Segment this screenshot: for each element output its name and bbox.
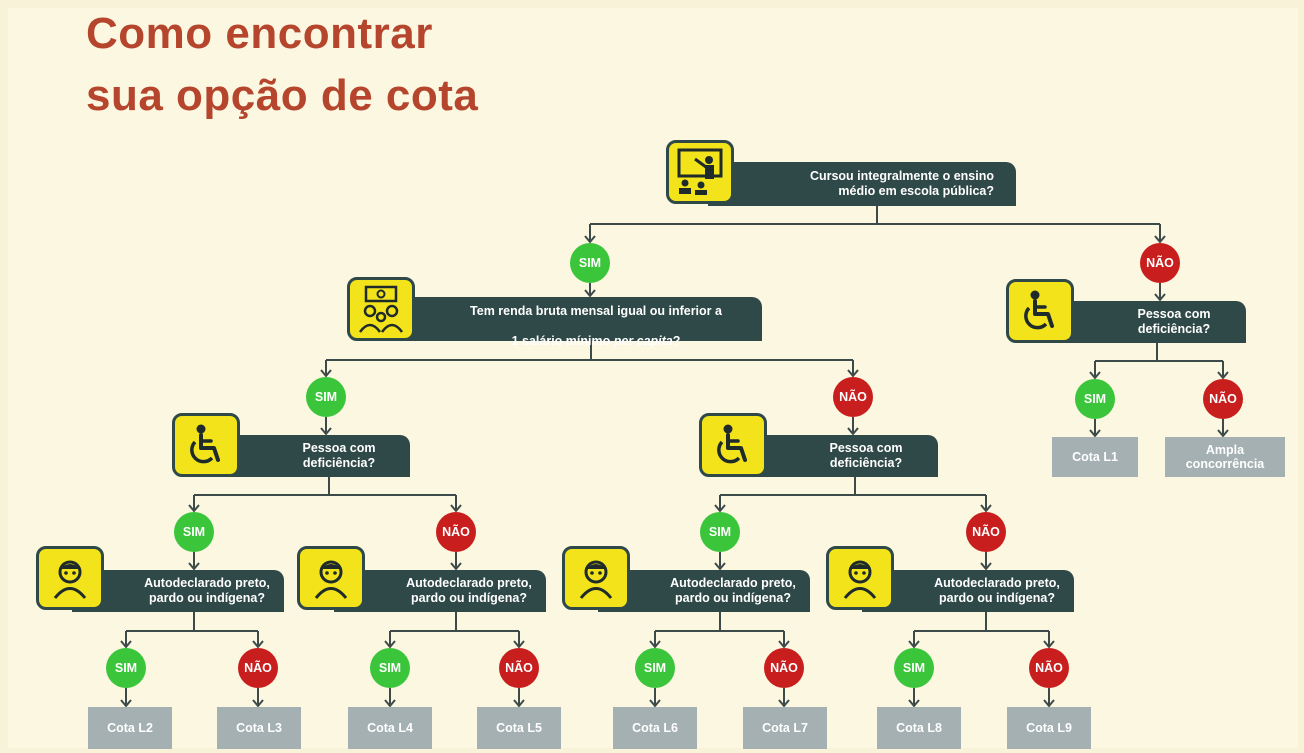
connector-arrow (714, 504, 726, 513)
badge-nao-def-right: NÃO (1203, 379, 1243, 419)
connector-arrow (450, 562, 462, 571)
result-cota-l2: Cota L2 (88, 707, 172, 749)
wheelchair-icon (1006, 279, 1074, 343)
question-autodeclarado-1: Autodeclarado preto, pardo ou indígena? (72, 570, 284, 612)
result-cota-l7: Cota L7 (743, 707, 827, 749)
badge-nao-def-1: NÃO (436, 512, 476, 552)
badge-sim-auto-1: SIM (106, 648, 146, 688)
connector-arrow (320, 369, 332, 378)
connector-arrow (252, 640, 264, 649)
result-cota-l9: Cota L9 (1007, 707, 1091, 749)
badge-sim-escola: SIM (570, 243, 610, 283)
title-line-2: sua opção de cota (86, 71, 479, 120)
result-cota-l3: Cota L3 (217, 707, 301, 749)
question-deficiencia-right: Pessoa com deficiência? (1044, 301, 1246, 343)
connector-arrow (1217, 429, 1229, 438)
connector-arrow (513, 699, 525, 708)
title-line-1: Como encontrar (86, 9, 433, 58)
result-cota-l6: Cota L6 (613, 707, 697, 749)
badge-nao-renda: NÃO (833, 377, 873, 417)
wheelchair-icon (172, 413, 240, 477)
connector-arrow (1043, 699, 1055, 708)
badge-sim-auto-2: SIM (370, 648, 410, 688)
connector-arrow (252, 699, 264, 708)
question-renda-text: Tem renda bruta mensal igual ou inferior… (470, 304, 722, 348)
connector-arrow (120, 699, 132, 708)
connector-arrow (513, 640, 525, 649)
result-ampla-concorrencia: Ampla concorrência (1165, 437, 1285, 477)
connector-arrow (1043, 640, 1055, 649)
money-family-icon (347, 277, 415, 341)
connector-arrow (188, 504, 200, 513)
connector-arrow (980, 562, 992, 571)
question-autodeclarado-4: Autodeclarado preto, pardo ou indígena? (862, 570, 1074, 612)
connector-arrow (120, 640, 132, 649)
question-escola-publica: Cursou integralmente o ensino médio em e… (708, 162, 1016, 206)
person-face-icon (562, 546, 630, 610)
person-face-icon (826, 546, 894, 610)
connector-arrow (450, 504, 462, 513)
connector-arrow (980, 504, 992, 513)
badge-nao-escola: NÃO (1140, 243, 1180, 283)
badge-nao-auto-2: NÃO (499, 648, 539, 688)
badge-nao-auto-3: NÃO (764, 648, 804, 688)
badge-nao-auto-4: NÃO (1029, 648, 1069, 688)
connector-arrow (847, 427, 859, 436)
connector-arrow (320, 427, 332, 436)
connector-arrow (584, 289, 596, 298)
badge-sim-renda: SIM (306, 377, 346, 417)
badge-sim-def-right: SIM (1075, 379, 1115, 419)
connector-arrow (1089, 371, 1101, 380)
question-autodeclarado-3: Autodeclarado preto, pardo ou indígena? (598, 570, 810, 612)
connector-arrow (649, 640, 661, 649)
connector-arrow (908, 640, 920, 649)
badge-sim-auto-4: SIM (894, 648, 934, 688)
badge-nao-auto-1: NÃO (238, 648, 278, 688)
question-renda: Tem renda bruta mensal igual ou inferior… (390, 297, 762, 348)
badge-sim-def-2: SIM (700, 512, 740, 552)
connector-arrow (1154, 235, 1166, 244)
connector-arrow (778, 699, 790, 708)
result-cota-l8: Cota L8 (877, 707, 961, 749)
classroom-teacher-icon (666, 140, 734, 204)
result-cota-l5: Cota L5 (477, 707, 561, 749)
connector-arrow (778, 640, 790, 649)
connector-arrow (384, 699, 396, 708)
connector-arrow (649, 699, 661, 708)
badge-sim-def-1: SIM (174, 512, 214, 552)
connector-arrow (714, 562, 726, 571)
result-cota-l4: Cota L4 (348, 707, 432, 749)
question-autodeclarado-2: Autodeclarado preto, pardo ou indígena? (334, 570, 546, 612)
badge-nao-def-2: NÃO (966, 512, 1006, 552)
wheelchair-icon (699, 413, 767, 477)
connector-arrow (1154, 293, 1166, 302)
connector-arrow (1089, 429, 1101, 438)
connector-arrow (908, 699, 920, 708)
person-face-icon (36, 546, 104, 610)
result-cota-l1: Cota L1 (1052, 437, 1138, 477)
connector-arrow (847, 369, 859, 378)
connector-arrow (584, 235, 596, 244)
badge-sim-auto-3: SIM (635, 648, 675, 688)
page-background (8, 8, 1298, 748)
connector-arrow (384, 640, 396, 649)
question-deficiencia-middle: Pessoa com deficiência? (736, 435, 938, 477)
connector-arrow (1217, 371, 1229, 380)
connector-arrow (188, 562, 200, 571)
question-deficiencia-left: Pessoa com deficiência? (210, 435, 410, 477)
person-face-icon (297, 546, 365, 610)
